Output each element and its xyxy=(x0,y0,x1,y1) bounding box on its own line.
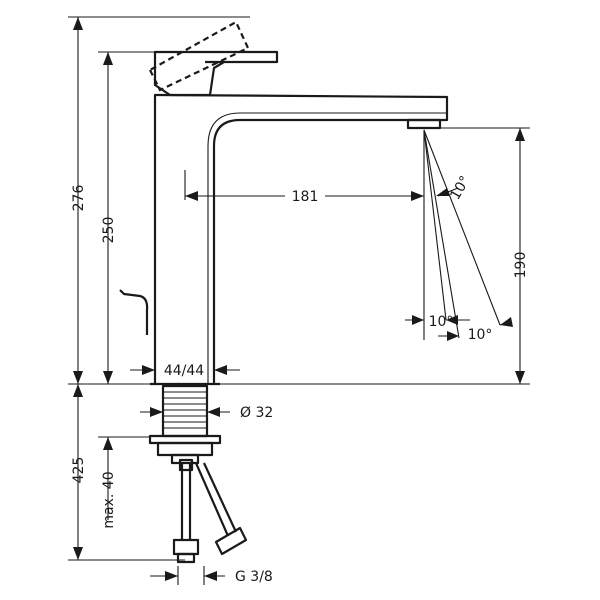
lever-height-label: 250 xyxy=(101,217,117,244)
dimension-base-size: 44/44 xyxy=(130,363,240,379)
spout-height-label: 190 xyxy=(513,252,529,279)
dimension-total-height: 276 xyxy=(71,17,87,384)
base-size-label: 44/44 xyxy=(164,363,204,379)
total-height-label: 276 xyxy=(71,185,87,212)
dimension-spout-reach: 181 xyxy=(185,189,424,205)
dimension-angle-top: 10° xyxy=(436,173,474,203)
angle-right-label: 10° xyxy=(468,327,493,343)
faucet-body xyxy=(119,20,449,386)
supply-length-label: 425 xyxy=(71,457,87,484)
angle-top-label: 10° xyxy=(447,173,473,203)
lever-open-position xyxy=(148,20,250,92)
dimension-supply-length: 425 xyxy=(71,384,87,560)
extension-lines xyxy=(68,16,530,561)
thread-label: G 3/8 xyxy=(235,569,273,585)
mounting-shank xyxy=(148,384,222,465)
supply-hoses xyxy=(172,458,248,564)
angle-left-label: 10° xyxy=(429,314,454,330)
dimension-angle-right: 10° xyxy=(438,317,513,343)
dimension-thread: G 3/8 xyxy=(150,566,273,585)
hose-fitting-right xyxy=(214,526,248,556)
mounting-nut xyxy=(156,441,214,457)
max-deck-label: max. 40 xyxy=(101,471,117,528)
spout-outline xyxy=(153,93,449,384)
dimension-angle-left: 10° xyxy=(405,314,470,330)
aerator xyxy=(406,118,442,130)
dimension-shank-diameter: Ø 32 xyxy=(140,405,273,421)
lever-handle xyxy=(153,50,279,97)
spray-angle-lines xyxy=(423,129,501,339)
shank-diameter-label: Ø 32 xyxy=(240,405,273,421)
dimension-spout-height: 190 xyxy=(513,128,529,384)
dimension-lever-height: 250 xyxy=(101,52,117,384)
hose-fitting-left xyxy=(172,538,200,556)
pop-up-rod xyxy=(119,289,149,335)
spout-reach-label: 181 xyxy=(292,189,319,205)
dimension-max-deck: max. 40 xyxy=(101,437,117,529)
